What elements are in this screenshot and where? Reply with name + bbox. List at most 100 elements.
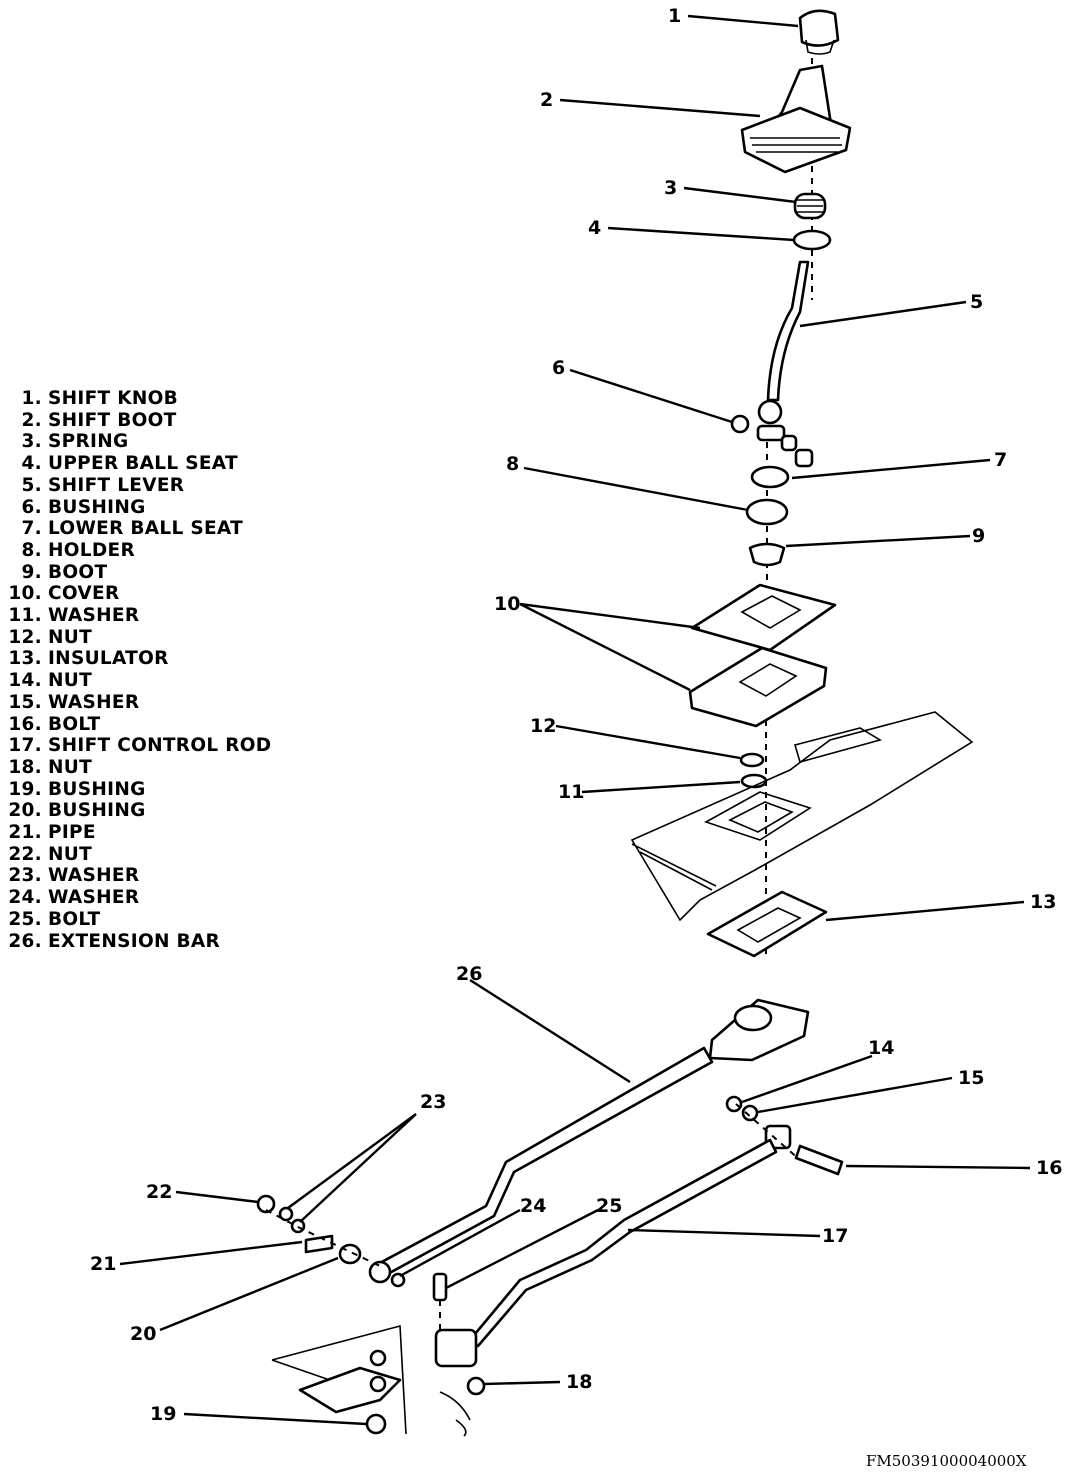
legend-number: 17.: [8, 735, 42, 757]
insulator: [706, 890, 828, 958]
lower-ball-seat: [750, 465, 790, 489]
cover-upper: [690, 583, 837, 652]
legend-label: SHIFT BOOT: [48, 409, 177, 431]
legend-label: WASHER: [48, 865, 140, 887]
legend-item: 8.HOLDER: [8, 540, 271, 562]
shift-control-rod: [468, 1124, 792, 1348]
shift-lever: [756, 260, 810, 442]
extension-bar: [368, 998, 810, 1284]
legend-item: 9. BOOT: [8, 562, 271, 584]
legend-label: NUT: [48, 670, 93, 692]
legend-item: 4.UPPER BALL SEAT: [8, 453, 271, 475]
legend-label: NUT: [48, 756, 93, 778]
legend-item: 17. SHIFT CONTROL ROD: [8, 735, 271, 757]
legend-number: 4.: [21, 453, 42, 475]
figure-code: FM5039100004000X: [866, 1452, 1027, 1470]
legend-number: 19.: [8, 778, 42, 800]
callout-3: 3: [664, 177, 677, 199]
callout-17: 17: [822, 1225, 848, 1247]
upper-ball-seat: [792, 229, 832, 251]
bushing-pair: [780, 434, 814, 468]
legend-label: INSULATOR: [48, 648, 169, 670]
legend-item: 18. NUT: [8, 757, 271, 779]
washer-15: [741, 1104, 759, 1122]
nut-12: [739, 752, 765, 768]
callout-24: 24: [520, 1195, 546, 1217]
leader-lines: [119, 14, 1031, 1426]
legend-item: 22.NUT: [8, 844, 271, 866]
legend-item: 1.SHIFT KNOB: [8, 388, 271, 410]
legend-item: 24. WASHER: [8, 887, 271, 909]
callout-7: 7: [994, 449, 1007, 471]
legend-number: 23.: [8, 865, 42, 887]
nut-22: [256, 1194, 276, 1214]
callout-11: 11: [558, 781, 584, 803]
legend-label: BOLT: [48, 908, 101, 930]
callout-10: 10: [494, 593, 520, 615]
callout-4: 4: [588, 217, 601, 239]
legend-label: SPRING: [48, 431, 129, 453]
legend-number: 15.: [8, 691, 42, 713]
legend-number: 25.: [8, 908, 42, 930]
bolt-16: [794, 1144, 844, 1176]
legend-label: BOLT: [48, 713, 101, 735]
legend-item: 12. NUT: [8, 627, 271, 649]
legend-item: 6.BUSHING: [8, 497, 271, 519]
legend-label: WASHER: [48, 887, 140, 909]
legend-item: 5.SHIFT LEVER: [8, 475, 271, 497]
legend-item: 19.BUSHING: [8, 779, 271, 801]
legend-item: 7.LOWER BALL SEAT: [8, 518, 271, 540]
callout-20: 20: [130, 1323, 156, 1345]
legend-label: NUT: [48, 626, 93, 648]
callout-9: 9: [972, 525, 985, 547]
callout-numbers: 1 2 3 4 5 6 7 8 9 10 11 12 13 14 15 16 1…: [90, 5, 1062, 1425]
legend-number: 20.: [8, 800, 42, 822]
callout-12: 12: [530, 715, 556, 737]
legend-item: 20.BUSHING: [8, 800, 271, 822]
shift-knob: [798, 9, 840, 55]
legend-number: 22.: [8, 843, 42, 865]
legend-number: 26.: [8, 930, 42, 952]
legend-number: 3.: [21, 431, 42, 453]
legend-item: 13.INSULATOR: [8, 648, 271, 670]
legend-number: 12.: [8, 626, 42, 648]
legend-number: 24.: [8, 887, 42, 909]
legend-item: 15.WASHER: [8, 692, 271, 714]
nut-14: [725, 1095, 743, 1113]
legend-label: PIPE: [48, 822, 96, 844]
callout-22: 22: [146, 1181, 172, 1203]
legend-label: SHIFT CONTROL ROD: [48, 735, 272, 757]
legend-item: 11.WASHER: [8, 605, 271, 627]
legend-label: HOLDER: [48, 539, 136, 561]
lower-linkage: [271, 1272, 486, 1437]
legend-number: 1.: [21, 388, 42, 409]
legend-number: 9.: [21, 561, 42, 583]
legend-number: 14.: [8, 670, 42, 692]
legend-item: 26. EXTENSION BAR: [8, 931, 271, 953]
callout-18: 18: [566, 1371, 592, 1393]
callout-14: 14: [868, 1037, 894, 1059]
legend-item: 23. WASHER: [8, 865, 271, 887]
legend-number: 16.: [8, 713, 42, 735]
floor-panel: [630, 711, 974, 922]
legend-item: 3. SPRING: [8, 431, 271, 453]
callout-19: 19: [150, 1403, 176, 1425]
callout-2: 2: [540, 89, 553, 111]
callout-21: 21: [90, 1253, 116, 1275]
legend-label: BOOT: [48, 561, 108, 583]
callout-1: 1: [668, 5, 681, 27]
callout-26: 26: [456, 963, 482, 985]
legend-label: EXTENSION BAR: [48, 930, 221, 952]
callout-5: 5: [970, 291, 983, 313]
spring: [793, 192, 827, 220]
callout-13: 13: [1030, 891, 1056, 913]
shift-boot: [740, 64, 852, 174]
legend-item: 2.SHIFT BOOT: [8, 410, 271, 432]
legend-number: 11.: [8, 605, 42, 627]
legend-number: 18.: [8, 756, 42, 778]
washer-24: [390, 1272, 406, 1288]
callout-23: 23: [420, 1091, 446, 1113]
legend-item: 14. NUT: [8, 670, 271, 692]
legend-number: 10.: [8, 583, 42, 605]
